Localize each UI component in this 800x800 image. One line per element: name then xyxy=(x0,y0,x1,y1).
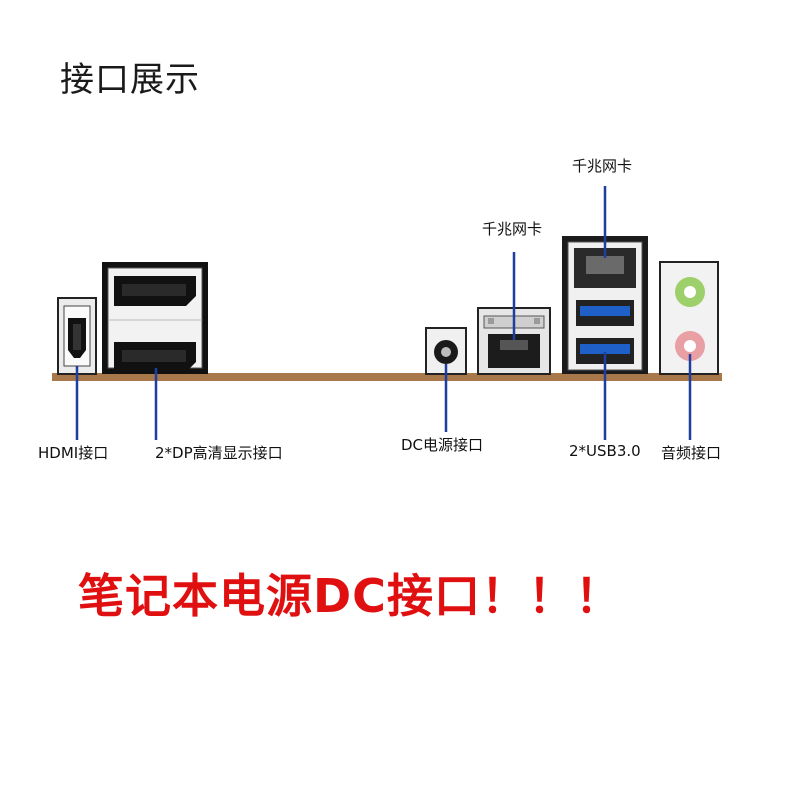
dc-warning-banner: 笔记本电源DC接口！！！ xyxy=(78,569,622,623)
lan1-label: 千兆网卡 xyxy=(482,220,543,238)
dp-ports xyxy=(102,262,208,374)
audio-label: 音频接口 xyxy=(661,444,722,462)
dc-label: DC电源接口 xyxy=(401,436,484,454)
dp-label: 2*DP高清显示接口 xyxy=(155,444,283,462)
usb-label: 2*USB3.0 xyxy=(569,442,641,460)
page-title: 接口展示 xyxy=(60,60,200,100)
hdmi-port xyxy=(57,297,97,375)
hdmi-label: HDMI接口 xyxy=(38,444,109,462)
lan2-label: 千兆网卡 xyxy=(572,157,633,175)
pcb-board xyxy=(52,373,722,381)
lan-usb-stack xyxy=(562,236,648,374)
